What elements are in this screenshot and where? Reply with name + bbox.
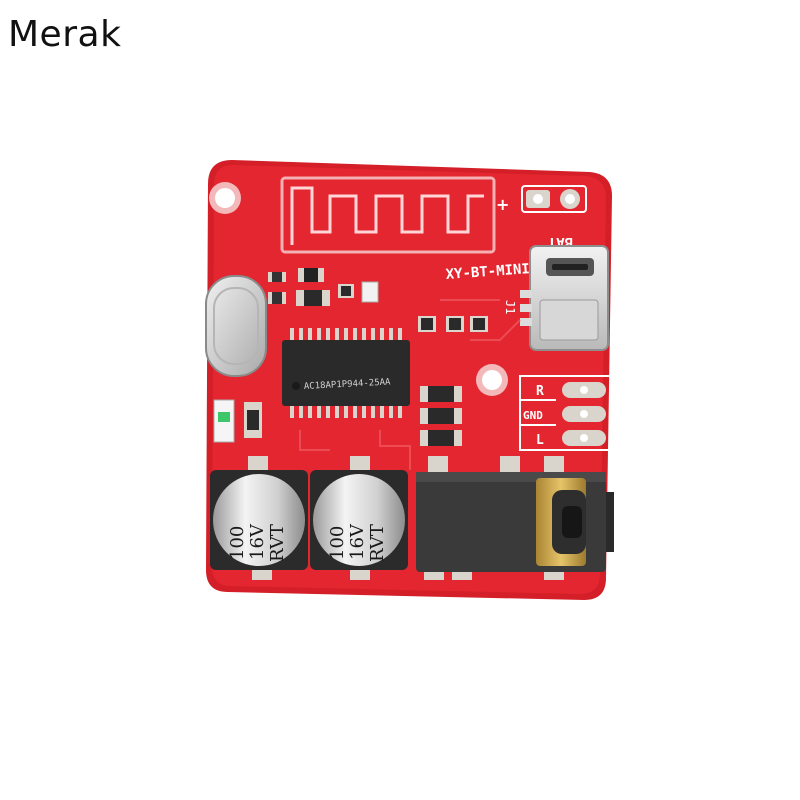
pad-label-l: L	[536, 433, 544, 448]
micro-usb-connector	[520, 245, 609, 351]
capacitor-right-brand: RVT	[367, 524, 388, 562]
capacitor-left: 100 16V RVT	[210, 470, 308, 570]
audio-output-pads: R GND L	[519, 375, 613, 451]
crystal-oscillator	[205, 275, 267, 377]
plus-marker: +	[496, 195, 509, 214]
capacitor-right-voltage: 16V	[347, 523, 368, 560]
model-label: XY-BT-MINI	[445, 261, 530, 283]
brand-watermark: Merak	[8, 14, 122, 55]
mounting-hole-center	[476, 364, 508, 396]
mounting-hole-top-left	[209, 182, 241, 214]
smd-resistor-stack	[420, 386, 462, 446]
battery-pads	[521, 185, 587, 213]
status-led	[213, 399, 262, 443]
main-chip: AC18AP1P944-25AA	[282, 328, 410, 418]
antenna-trace	[280, 176, 496, 254]
pad-label-r: R	[536, 384, 544, 399]
capacitor-left-value: 100	[227, 526, 248, 560]
audio-jack	[416, 472, 614, 572]
capacitor-left-brand: RVT	[267, 524, 288, 562]
pcb-traces	[299, 299, 521, 470]
capacitor-left-voltage: 16V	[247, 523, 268, 560]
capacitor-right: 100 16V RVT	[310, 470, 408, 570]
capacitor-right-value: 100	[327, 526, 348, 560]
smd-resistors-top	[268, 268, 488, 332]
jack-label: J1	[503, 300, 517, 314]
pad-label-gnd: GND	[523, 409, 543, 422]
chip-marking: AC18AP1P944-25AA	[304, 377, 392, 392]
